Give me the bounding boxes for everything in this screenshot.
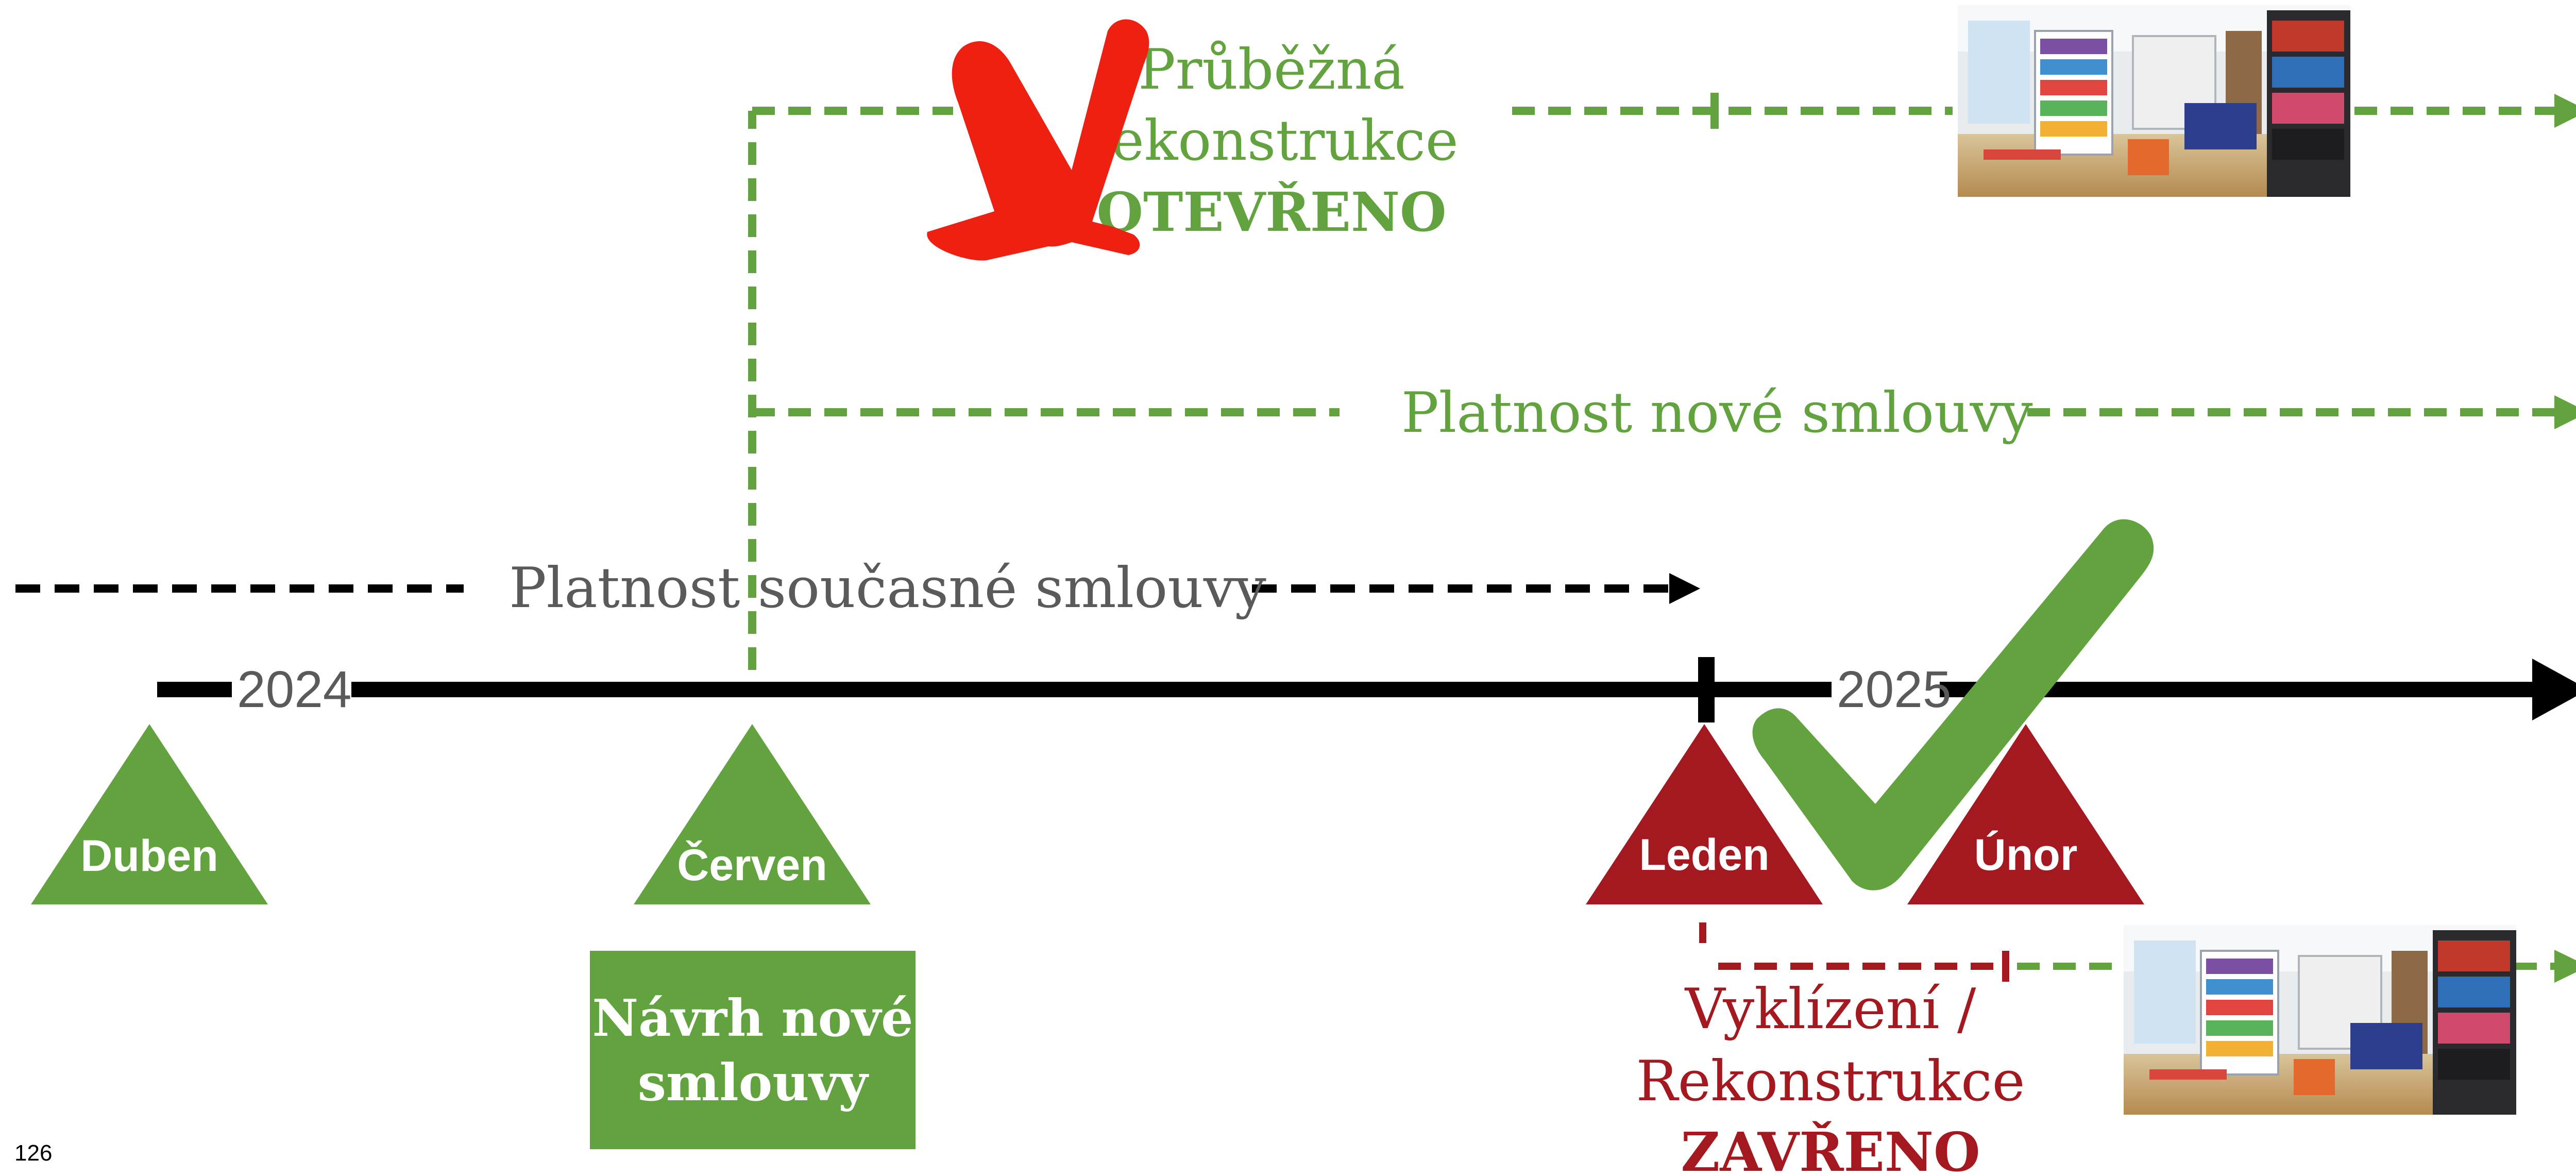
clearing-label-line2: Rekonstrukce [1636, 1049, 2025, 1114]
new-contract-proposal-box: Návrh nové smlouvy [590, 951, 916, 1149]
year-label-2024: 2024 [237, 661, 351, 718]
page-number: 126 [14, 1140, 52, 1166]
timeline-arrow-head [2532, 659, 2576, 720]
reopen-arrow [2554, 950, 2576, 983]
ongoing-status-label: OTEVŘENO [1096, 180, 1446, 244]
store-interior-photo-bottom [2124, 925, 2516, 1115]
store-interior-photo-top [1958, 5, 2350, 197]
ongoing-arrow [2554, 94, 2576, 128]
current-contract-line: Platnost současné smlouvy [15, 556, 1700, 620]
month-marker-cerven: Červen [634, 724, 871, 904]
new-contract-arrow [2554, 395, 2576, 429]
clearing-label-line1: Vyklízení / [1684, 977, 1976, 1041]
new-contract-line: Platnost nové smlouvy [752, 381, 2576, 445]
ongoing-label-line2: rekonstrukce [1084, 109, 1458, 173]
green-check-icon [1752, 519, 2154, 891]
month-marker-duben: Duben [31, 724, 268, 904]
ongoing-reconstruction-line: Průběžná rekonstrukce OTEVŘENO [748, 38, 2576, 670]
month-label-duben: Duben [80, 831, 218, 881]
month-label-cerven: Červen [677, 841, 827, 890]
ongoing-label-line1: Průběžná [1138, 38, 1405, 102]
clearing-status-label: ZAVŘENO [1681, 1120, 1980, 1176]
clearing-reconstruction-line: Vyklízení / Rekonstrukce ZAVŘENO [1636, 922, 2576, 1176]
proposal-label-line1: Návrh nové [592, 989, 913, 1048]
month-label-leden: Leden [1639, 830, 1769, 880]
main-timeline: 2024 2025 [157, 657, 2576, 723]
red-cross-icon [927, 19, 1149, 261]
month-label-unor: Únor [1974, 830, 2078, 880]
proposal-label-line2: smlouvy [638, 1053, 870, 1113]
month-marker-unor: Únor [1907, 724, 2144, 904]
proposal-box-bg [590, 951, 916, 1149]
year-label-2025: 2025 [1837, 661, 1951, 718]
current-contract-arrow [1669, 573, 1700, 604]
month-marker-leden: Leden [1586, 724, 1823, 904]
new-contract-label: Platnost nové smlouvy [1401, 381, 2033, 445]
current-contract-label: Platnost současné smlouvy [509, 556, 1266, 620]
